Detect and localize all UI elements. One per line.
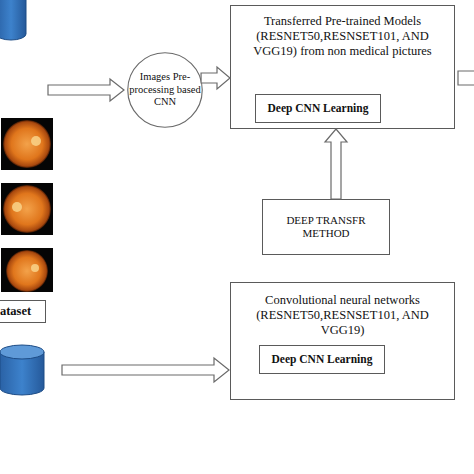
node-text: Transferred Pre-trained Models (RESNET50… bbox=[239, 14, 446, 59]
process-box: Deep CNN Learning bbox=[255, 94, 381, 123]
database-symbol bbox=[0, 345, 44, 395]
fundus-image bbox=[1, 183, 53, 235]
flow-arrow bbox=[62, 358, 229, 382]
process-circle: Images Pre-processing based CNN bbox=[127, 52, 203, 128]
flow-arrow bbox=[201, 67, 230, 89]
fundus-image bbox=[1, 248, 53, 292]
process-box: Deep CNN Learning bbox=[259, 345, 385, 374]
node-text: DEEP TRANSFR METHOD bbox=[281, 214, 371, 240]
flow-arrow bbox=[458, 71, 474, 85]
node-text: Images Pre-processing based CNN bbox=[129, 71, 201, 109]
flow-arrow bbox=[325, 129, 347, 199]
database-symbol bbox=[0, 0, 26, 40]
node-text: ataset bbox=[0, 304, 31, 319]
node-text: Deep CNN Learning bbox=[268, 102, 369, 116]
method-box: DEEP TRANSFR METHOD bbox=[262, 199, 390, 255]
node-text: Convolutional neural networks (RESNET50,… bbox=[239, 293, 446, 338]
dataset-label-box: ataset bbox=[0, 300, 46, 323]
fundus-image bbox=[1, 118, 53, 170]
model-box: Convolutional neural networks (RESNET50,… bbox=[230, 282, 455, 400]
model-box: Transferred Pre-trained Models (RESNET50… bbox=[230, 5, 455, 129]
flow-arrow bbox=[48, 79, 124, 101]
node-text: Deep CNN Learning bbox=[272, 353, 373, 367]
